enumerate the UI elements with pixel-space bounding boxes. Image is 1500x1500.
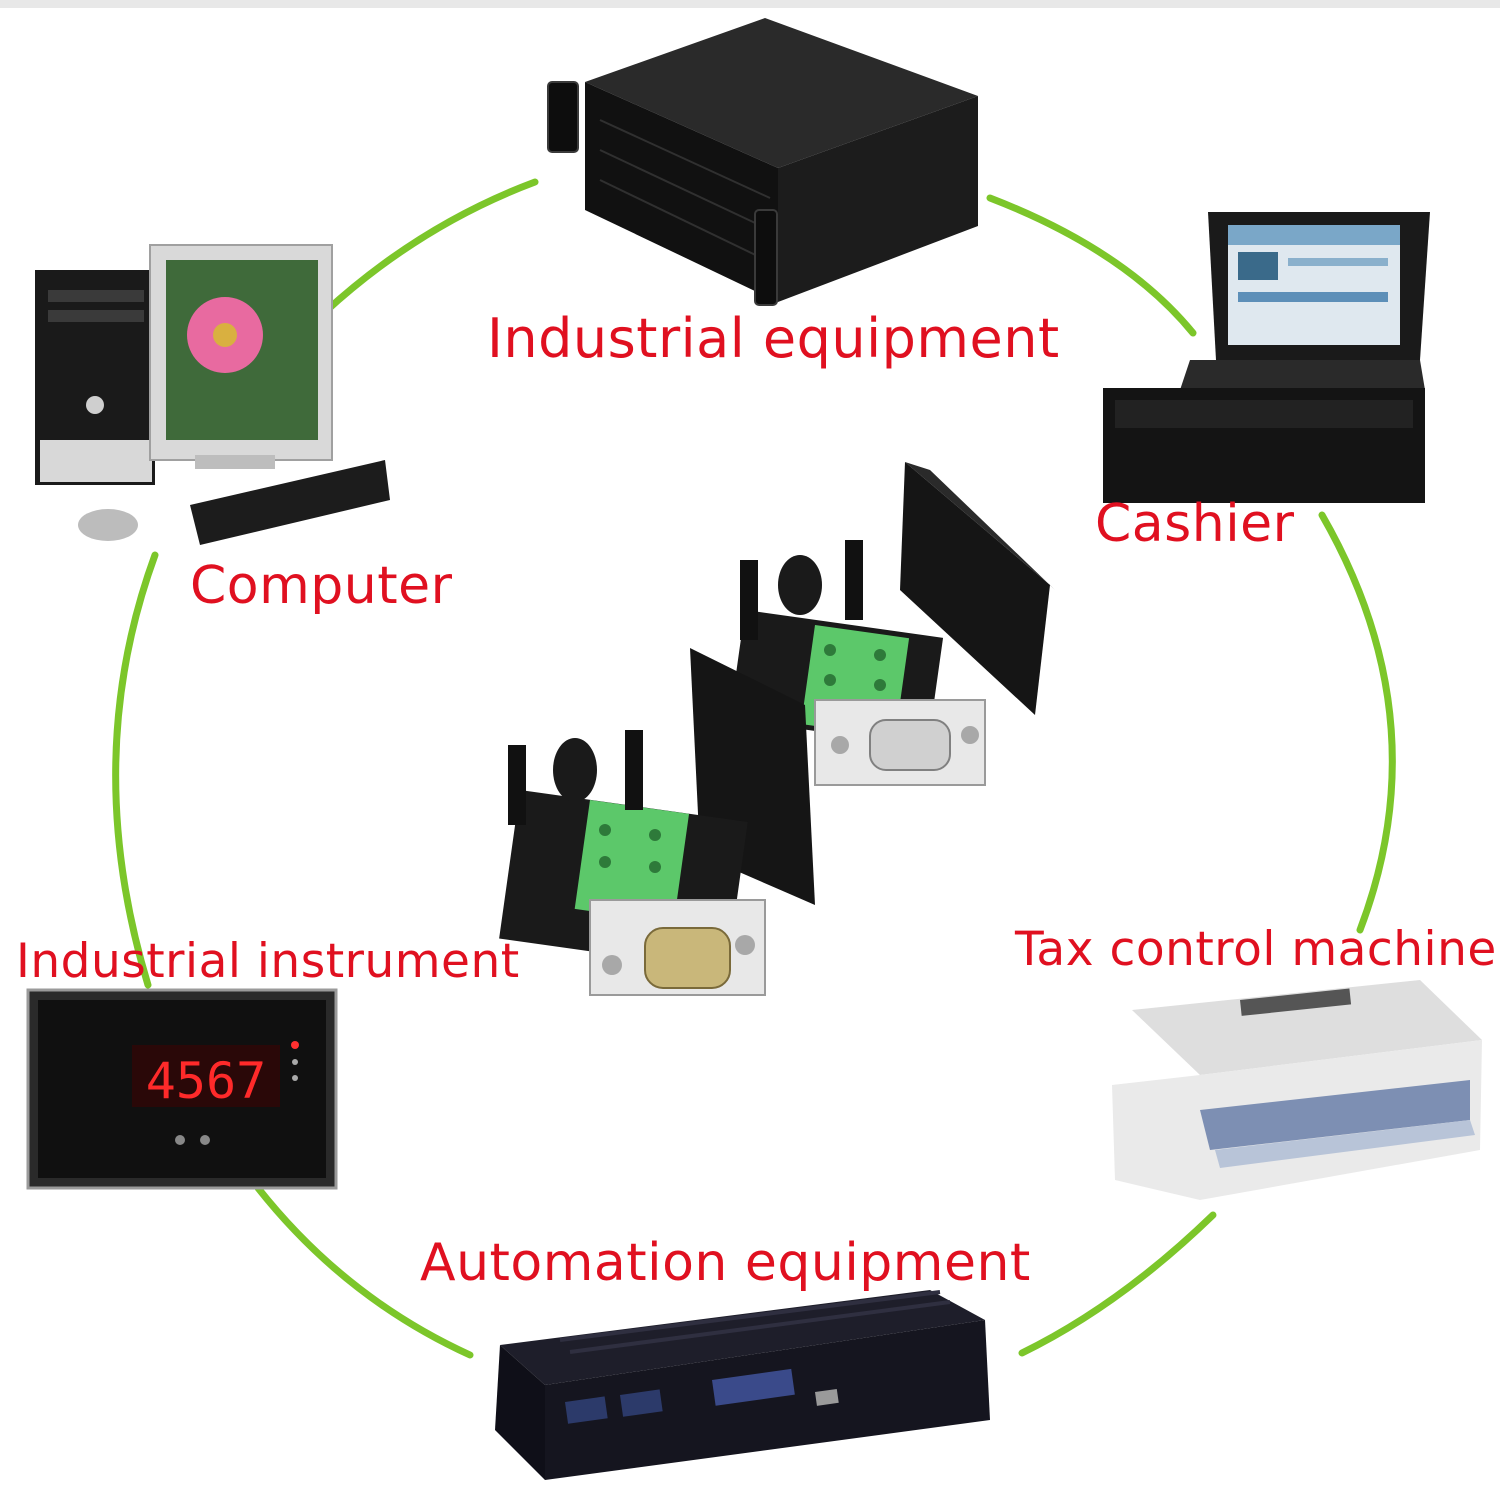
arc-computer-to-instrument — [112, 551, 159, 989]
label-cashier: Cashier — [1095, 494, 1295, 554]
arc-cashier-to-tax — [1318, 511, 1396, 934]
label-computer: Computer — [190, 556, 453, 616]
panel-meter-image: 4567 — [26, 988, 338, 1190]
dot-matrix-printer-image — [1112, 980, 1482, 1200]
arc-computer-to-industrial — [321, 178, 539, 316]
meter-readout: 4567 — [146, 1052, 266, 1110]
desktop-computer-image — [35, 244, 390, 545]
rack-server-image — [547, 18, 978, 306]
arc-instrument-to-automation — [254, 1184, 474, 1359]
arc-industrial-to-cashier — [986, 194, 1197, 337]
cashier-terminal-image — [1103, 212, 1430, 503]
top-border — [0, 0, 1500, 8]
industrial-box-pc-image — [495, 1290, 990, 1480]
connection-ring — [112, 178, 1396, 1359]
label-automation-equipment: Automation equipment — [420, 1233, 1031, 1293]
label-industrial-instrument: Industrial instrument — [16, 934, 520, 989]
label-industrial-equipment: Industrial equipment — [487, 307, 1060, 370]
arc-tax-to-automation — [1018, 1211, 1217, 1357]
db9-connector-male — [499, 648, 815, 996]
db9-connector-female — [729, 462, 1055, 786]
label-tax-control-machine: Tax control machine — [1015, 922, 1497, 977]
